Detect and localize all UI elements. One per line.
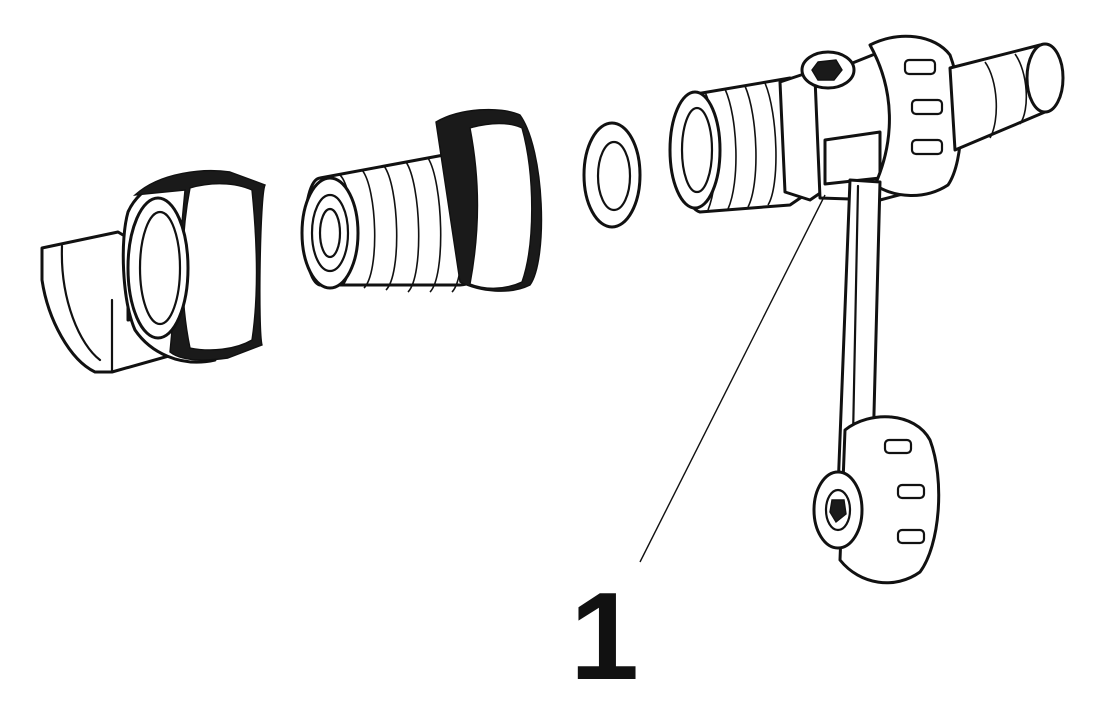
valve-body	[668, 34, 1065, 585]
end-cap-connector	[40, 169, 266, 374]
knurled-flange	[435, 108, 543, 292]
sealing-washer	[582, 121, 642, 229]
lever-cap	[812, 415, 941, 585]
threaded-adaptor	[300, 108, 543, 293]
callout-leader-line	[639, 194, 826, 563]
hose-barb	[948, 42, 1065, 152]
callout-number: 1	[570, 568, 639, 706]
union-ring	[868, 34, 963, 197]
